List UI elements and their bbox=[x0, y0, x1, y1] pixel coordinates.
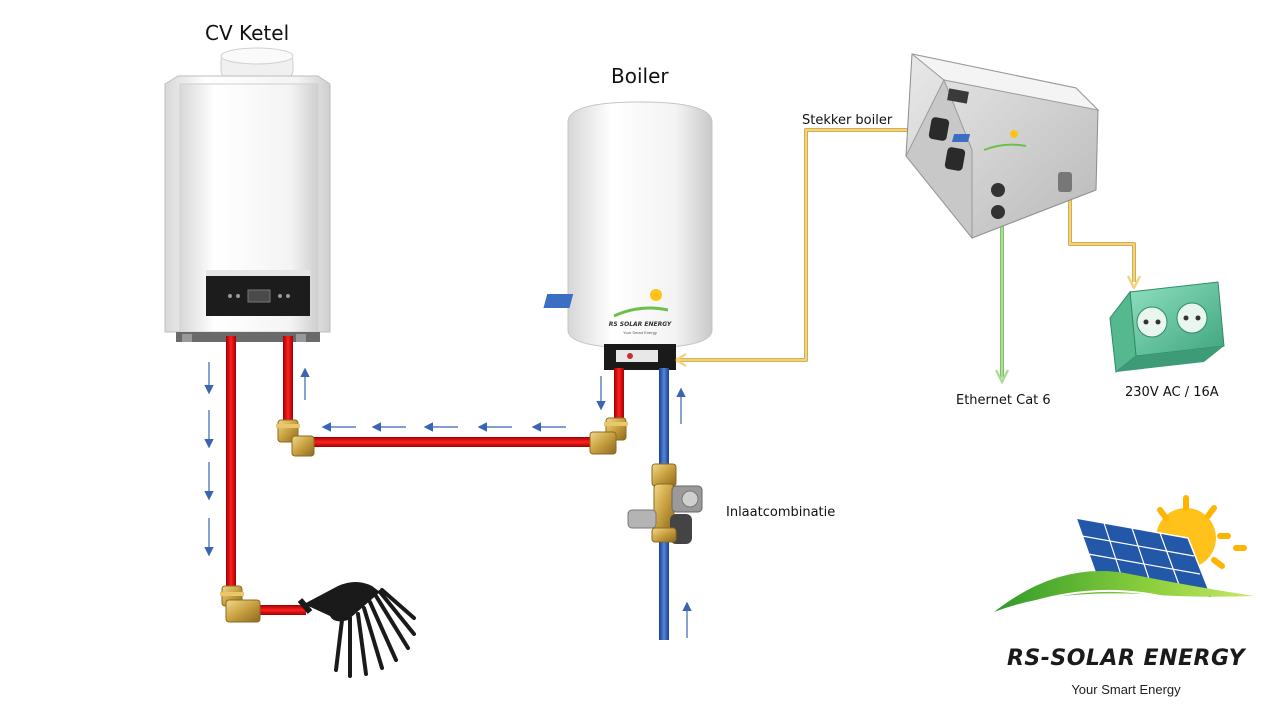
inlet-valve-icon bbox=[627, 463, 703, 544]
hot-water-pipes bbox=[226, 336, 624, 615]
boiler-label: Boiler bbox=[611, 64, 669, 88]
wall-socket-icon bbox=[1109, 281, 1225, 373]
power-label: 230V AC / 16A bbox=[1125, 385, 1219, 400]
stekker-boiler-label: Stekker boiler bbox=[802, 113, 893, 128]
ethernet-label: Ethernet Cat 6 bbox=[956, 393, 1051, 408]
brass-fittings bbox=[220, 417, 628, 623]
control-box-logo-icon bbox=[951, 130, 1027, 151]
boiler-icon: RS SOLAR ENERGY Your Smart Energy bbox=[543, 101, 713, 370]
boiler-logo-icon bbox=[543, 289, 669, 318]
logo-tagline: Your Smart Energy bbox=[1071, 682, 1181, 697]
logo-name: RS-SOLAR ENERGY bbox=[1006, 646, 1246, 671]
flow-arrows bbox=[204, 362, 692, 638]
shower-head-icon bbox=[297, 582, 416, 678]
inlaatcombinatie-label: Inlaatcombinatie bbox=[726, 505, 836, 520]
cv-ketel-label: CV Ketel bbox=[205, 21, 290, 45]
power-cables bbox=[675, 128, 1142, 368]
ethernet-cable bbox=[994, 214, 1010, 385]
boiler-logo-name: RS SOLAR ENERGY bbox=[609, 321, 672, 328]
boiler-logo-tagline: Your Smart Energy bbox=[623, 330, 657, 335]
solar-logo-icon bbox=[994, 495, 1254, 612]
cv-ketel-icon bbox=[164, 47, 331, 342]
control-box-icon bbox=[905, 53, 1100, 240]
